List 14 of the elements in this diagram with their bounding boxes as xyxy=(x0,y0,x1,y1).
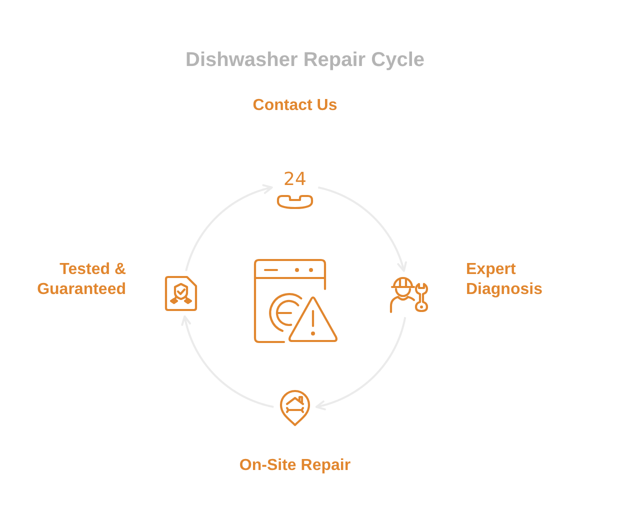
dishwasher-warning-icon xyxy=(253,258,338,343)
step-label: Expert Diagnosis xyxy=(466,260,544,300)
step-label: Contact Us xyxy=(252,96,338,116)
arrow xyxy=(318,186,407,272)
map-pin-house-icon xyxy=(278,389,312,427)
arrow xyxy=(185,184,273,272)
arrow xyxy=(315,316,406,410)
step-label: Tested & Guaranteed xyxy=(36,260,126,300)
arrow xyxy=(181,315,274,408)
step-label: On-Site Repair xyxy=(238,456,352,476)
diagram-title: Dishwasher Repair Cycle xyxy=(184,48,426,72)
worker-wrench-icon xyxy=(389,275,428,313)
certificate-badge-icon xyxy=(164,275,198,312)
hours-number: 24 xyxy=(282,170,308,190)
